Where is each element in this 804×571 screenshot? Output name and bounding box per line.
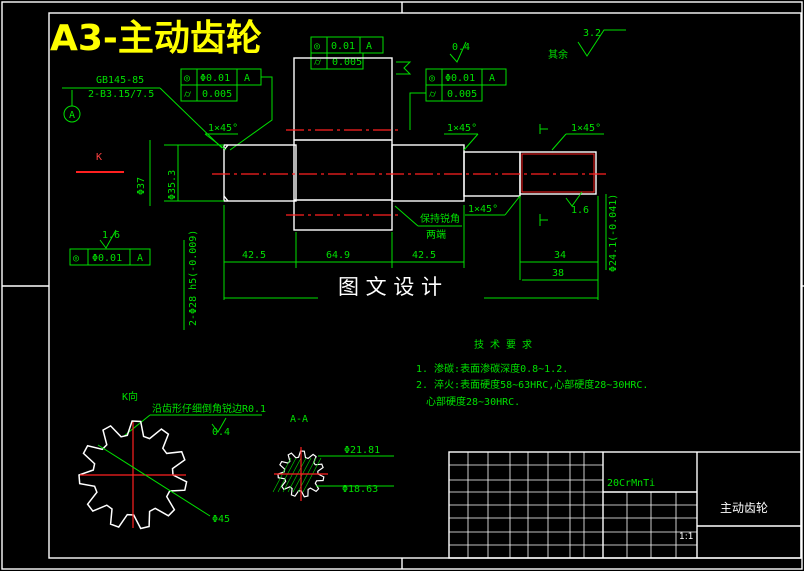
dim-d28: 2-Φ28 h5(-0.009) xyxy=(188,230,199,326)
chamfer-note: 1×45° xyxy=(571,123,601,134)
remainder-label: 其余 xyxy=(548,48,568,61)
tol-datum: A xyxy=(489,73,495,84)
center-text: 图 文 设 计 xyxy=(338,275,442,299)
svg-text:A: A xyxy=(69,110,75,121)
dim-len3: 42.5 xyxy=(412,250,436,261)
keep-sharp-note: 保持锐角 xyxy=(420,212,460,225)
chamfer-note: 1×45° xyxy=(468,204,498,215)
tol-symbol: ◎ xyxy=(73,253,79,264)
roughness-04: 0.4 xyxy=(452,42,470,53)
tol-value: 0.005 xyxy=(447,89,477,100)
tol-value: Φ0.01 xyxy=(92,253,122,264)
notes-title: 技 术 要 求 xyxy=(474,338,532,351)
spline-spec-2: 2-B3.15/7.5 xyxy=(88,89,154,100)
dim-len1: 42.5 xyxy=(242,250,266,261)
note-line-3: 心部硬度28~30HRC. xyxy=(426,395,520,408)
section-hatch xyxy=(272,457,292,493)
roughness-16-k: 0.4 xyxy=(212,427,230,438)
tol-value: 0.01 xyxy=(331,41,355,52)
tol-symbol: ⌭ xyxy=(314,57,322,68)
dim-len5: 38 xyxy=(552,268,564,279)
gear-k-view xyxy=(78,420,188,530)
section-hatch xyxy=(302,457,322,493)
section-hatch xyxy=(277,457,297,493)
roughness-16: 1.6 xyxy=(102,230,120,241)
tol-value: Φ0.01 xyxy=(200,73,230,84)
note-line-2: 2. 淬火:表面硬度58~63HRC,心部硬度28~30HRC. xyxy=(416,378,648,391)
material: 20CrMnTi xyxy=(607,478,655,489)
tol-symbol: ⌭ xyxy=(429,89,437,100)
tol-datum: A xyxy=(137,253,143,264)
section-label: A-A xyxy=(290,414,308,425)
section-hatch xyxy=(292,457,312,493)
tol-symbol: ⌭ xyxy=(184,89,192,100)
tooth-note: 沿齿形仔细倒角锐边R0.1 xyxy=(152,402,266,415)
tol-value: 0.005 xyxy=(202,89,232,100)
title-block: 20CrMnTi 主动齿轮 1:1 xyxy=(448,451,802,559)
dim-d-right: Φ24.1(-0.041) xyxy=(608,194,619,272)
dim-d45: Φ45 xyxy=(212,514,230,525)
tolerance-frame-lower-left: ◎ Φ0.01 A 1.6 xyxy=(69,229,151,266)
roughness-symbol xyxy=(449,41,467,63)
gear-outline xyxy=(78,420,188,530)
part-name: 主动齿轮 xyxy=(720,501,768,515)
chamfer-note: 1×45° xyxy=(447,123,477,134)
dim-len4: 34 xyxy=(554,250,566,261)
shaft-profile xyxy=(223,57,597,231)
view-kdir-label: K向 xyxy=(122,390,138,403)
chamfer-note: 1×45° xyxy=(208,123,238,134)
tolerance-frame-top-mid: ◎ 0.01 A ⌭ 0.005 xyxy=(310,36,412,75)
roughness-main: 3.2 xyxy=(583,28,601,39)
dim-od: Φ21.81 xyxy=(344,445,380,456)
tol-symbol: ◎ xyxy=(429,73,435,84)
section-hatch xyxy=(282,457,302,493)
spline-spec-1: GB145-85 xyxy=(96,75,144,86)
tolerance-frame-top-right: ◎ Φ0.01 A ⌭ 0.005 xyxy=(409,68,507,130)
two-ends-note: 两端 xyxy=(426,228,446,241)
tol-datum: A xyxy=(244,73,250,84)
view-k-label: K xyxy=(96,152,102,163)
note-line-1: 1. 渗碳:表面渗碳深度0.8~1.2. xyxy=(416,362,568,375)
section-hatch xyxy=(287,457,307,493)
dim-id: Φ18.63 xyxy=(342,484,378,495)
datum-circle xyxy=(63,105,81,123)
roughness-symbol xyxy=(577,29,626,57)
tol-value: Φ0.01 xyxy=(445,73,475,84)
roughness-right: 1.6 xyxy=(571,205,589,216)
dim-len2: 64.9 xyxy=(326,250,350,261)
dim-d35: Φ35.3 xyxy=(167,170,178,200)
tol-value: 0.005 xyxy=(332,57,362,68)
tolerance-frame-top-left: ◎ Φ0.01 A ⌭ 0.005 xyxy=(180,68,273,151)
tol-symbol: ◎ xyxy=(184,73,190,84)
sheet-title: A3-主动齿轮 xyxy=(50,18,262,59)
tol-datum: A xyxy=(366,41,372,52)
dim-d37: Φ37 xyxy=(136,177,147,195)
scale: 1:1 xyxy=(679,532,693,542)
tol-symbol: ◎ xyxy=(314,41,320,52)
